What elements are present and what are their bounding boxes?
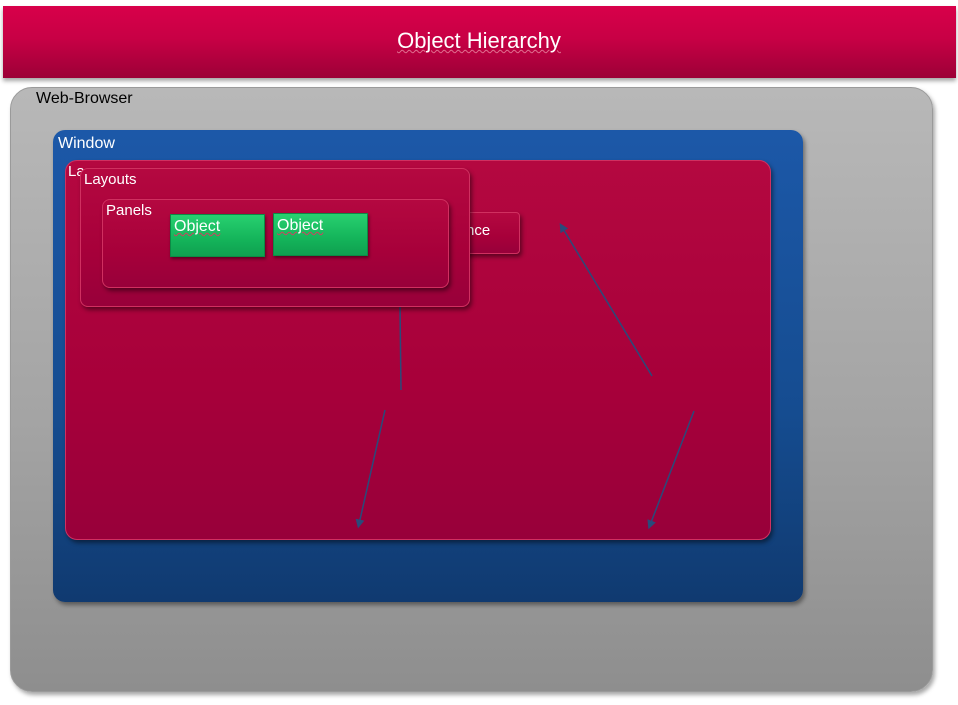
- arrow-line: [399, 304, 402, 391]
- object-label-2: Object: [277, 217, 324, 234]
- layouts-label: Layouts: [84, 171, 137, 188]
- arrow-line: [559, 223, 653, 377]
- object-box-2: [273, 213, 368, 256]
- window-label: Window: [58, 135, 115, 152]
- arrow-line: [355, 409, 386, 529]
- instance-label: nce: [466, 222, 491, 239]
- object-box-1: [170, 214, 265, 257]
- title-banner: [3, 6, 956, 78]
- arrow-line: [647, 410, 695, 530]
- object-label-1: Object: [174, 218, 221, 235]
- panels-label: Panels: [106, 202, 152, 219]
- page-title: Object Hierarchy: [397, 28, 561, 53]
- web-browser-label: Web-Browser: [36, 90, 133, 107]
